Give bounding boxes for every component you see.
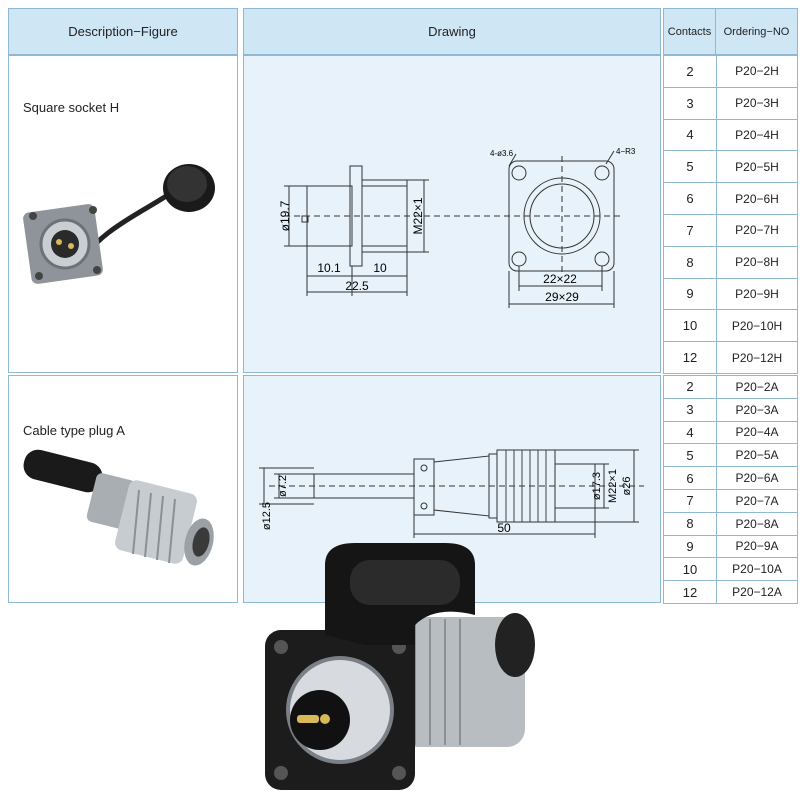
contacts-cell: 12 [663, 581, 717, 603]
dim-length: 50 [497, 521, 511, 535]
header-contacts: Contacts [663, 8, 716, 55]
contacts-cell: 6 [663, 467, 717, 489]
connector-product-photo [265, 543, 535, 790]
section-square-socket-drawing: ø19.7 M22×1 10.1 10 22.5 4-ø3.6 4−R3 22×… [243, 55, 661, 373]
ordering-cell: P20−2H [717, 56, 798, 87]
contacts-cell: 9 [663, 278, 717, 310]
contacts-cell: 9 [663, 535, 717, 558]
contacts-cell: 10 [663, 558, 717, 581]
dim-thread: M22×1 [411, 197, 425, 234]
dim-body-diameter: ø19.7 [278, 200, 292, 231]
contacts-cell: 8 [663, 512, 717, 535]
section-cable-plug-description: Cable type plug A [8, 375, 238, 603]
ordering-cell: P20−7H [717, 214, 798, 246]
dim-length-b: 10 [373, 261, 387, 275]
cable-plug-technical-drawing: ø7.2 ø12.5 ø17.3 M22×1 ø26 50 [259, 449, 644, 538]
ordering-cell: P20−6H [717, 183, 798, 214]
contacts-cell: 4 [663, 119, 717, 151]
ordering-cell: P20−4A [717, 421, 798, 444]
dim-holes: 4-ø3.6 [490, 149, 514, 158]
ordering-cell: P20−10H [717, 310, 798, 342]
square-socket-label: Square socket H [23, 100, 120, 115]
contacts-cell: 3 [663, 398, 717, 421]
contacts-cell: 10 [663, 310, 717, 342]
ordering-cell: P20−10A [717, 558, 798, 581]
ordering-cell: P20−7A [717, 489, 798, 512]
dim-radius: 4−R3 [616, 147, 636, 156]
contacts-cell: 2 [663, 56, 717, 87]
ordering-cell: P20−8A [717, 512, 798, 535]
dim-outer-diameter: ø26 [621, 477, 633, 496]
contacts-cell: 5 [663, 151, 717, 183]
ordering-cell: P20−5A [717, 444, 798, 467]
contacts-cell: 3 [663, 87, 717, 119]
cable-plug-label: Cable type plug A [23, 423, 125, 438]
ordering-cell: P20−5H [717, 151, 798, 183]
square-socket-technical-drawing: ø19.7 M22×1 10.1 10 22.5 4-ø3.6 4−R3 22×… [278, 147, 636, 308]
ordering-cell: P20−4H [717, 119, 798, 151]
cable-plug-photo [23, 449, 214, 566]
contacts-cell: 6 [663, 183, 717, 214]
ordering-cell: P20−12A [717, 581, 798, 603]
header-description: Description−Figure [8, 8, 238, 55]
dim-length-total: 22.5 [345, 279, 369, 293]
contacts-cell: 4 [663, 421, 717, 444]
dim-inner-diameter: ø17.3 [591, 472, 603, 500]
ordering-cell: P20−9A [717, 535, 798, 558]
header-ordering: Ordering−NO [715, 8, 798, 55]
ordering-cell: P20−3A [717, 398, 798, 421]
square-socket-photo [23, 164, 215, 284]
section-square-socket-description: Square socket H [8, 55, 238, 373]
ordering-cell: P20−9H [717, 278, 798, 310]
contacts-cell: 7 [663, 489, 717, 512]
contacts-cell: 2 [663, 376, 717, 398]
dim-length-a: 10.1 [317, 261, 341, 275]
ordering-cell: P20−6A [717, 467, 798, 489]
contacts-cell: 8 [663, 246, 717, 278]
dim-inner-square: 22×22 [543, 272, 577, 286]
ordering-cell: P20−2A [717, 376, 798, 398]
contacts-cell: 12 [663, 342, 717, 373]
ordering-cell: P20−12H [717, 342, 798, 373]
contacts-cell: 5 [663, 444, 717, 467]
ordering-cell: P20−3H [717, 87, 798, 119]
dim-thread: M22×1 [607, 469, 619, 503]
contacts-cell: 7 [663, 214, 717, 246]
dim-cable-diameter: ø7.2 [277, 475, 289, 497]
dim-outer-square: 29×29 [545, 290, 579, 304]
dim-rear-diameter: ø12.5 [261, 502, 273, 530]
header-drawing: Drawing [243, 8, 661, 55]
ordering-cell: P20−8H [717, 246, 798, 278]
